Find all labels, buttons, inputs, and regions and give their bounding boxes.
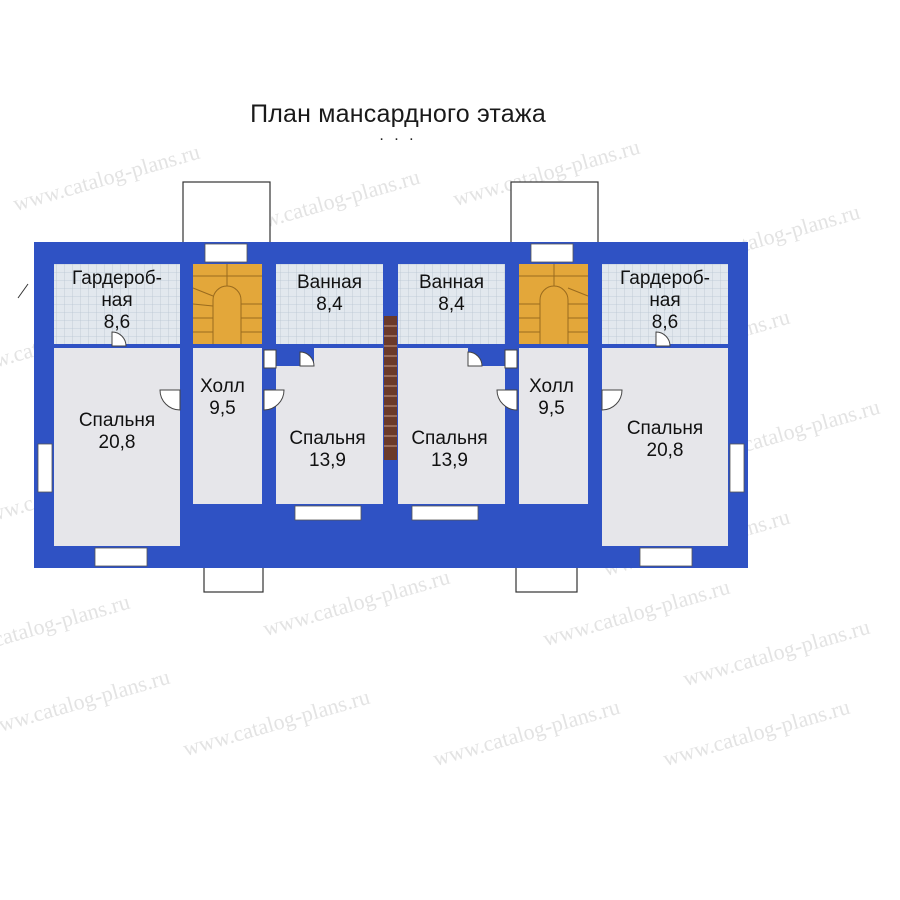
door bbox=[263, 349, 277, 369]
room-name: Холл bbox=[529, 376, 574, 397]
party-wall bbox=[384, 316, 397, 460]
door bbox=[263, 389, 285, 411]
room-label-bedroom-mid-right: Спальня 13,9 bbox=[392, 428, 507, 472]
door bbox=[467, 351, 483, 367]
bedroom-right-room bbox=[602, 348, 728, 546]
room-area: 8,4 bbox=[438, 294, 465, 315]
plan-title: План мансардного этажа bbox=[250, 100, 546, 128]
window bbox=[204, 243, 248, 263]
bedroom-mid-right-room bbox=[398, 348, 505, 504]
bedroom-left-room bbox=[54, 348, 180, 546]
bedroom-mid-left-room bbox=[276, 348, 383, 504]
room-area: 13,9 bbox=[309, 450, 346, 471]
room-name: Гардероб- ная bbox=[620, 268, 710, 311]
room-name: Гардероб- ная bbox=[72, 268, 162, 311]
plan-edge-mark bbox=[17, 283, 29, 299]
room-area: 8,6 bbox=[651, 312, 679, 333]
room-area: 20,8 bbox=[98, 432, 136, 453]
room-area: 13,9 bbox=[431, 450, 468, 471]
window bbox=[37, 443, 53, 493]
room-label-bedroom-right: Спальня 20,8 bbox=[602, 418, 728, 462]
window bbox=[294, 505, 362, 521]
room-label-wardrobe-left: Гардероб- ная 8,6 bbox=[54, 268, 180, 334]
room-label-bedroom-left: Спальня 20,8 bbox=[54, 410, 180, 454]
room-name: Ванная bbox=[296, 272, 363, 293]
room-area: 9,5 bbox=[209, 398, 236, 419]
window bbox=[639, 547, 693, 567]
room-label-hall-right: Холл 9,5 bbox=[514, 376, 589, 420]
door bbox=[159, 389, 181, 411]
room-label-wardrobe-right: Гардероб- ная 8,6 bbox=[602, 268, 728, 334]
room-name: Спальня bbox=[78, 410, 156, 431]
title-dots: . . . bbox=[379, 127, 417, 144]
wardrobe-left-room bbox=[54, 264, 180, 344]
door bbox=[655, 331, 671, 347]
window bbox=[411, 505, 479, 521]
room-name: Спальня bbox=[626, 418, 704, 439]
room-label-hall-left: Холл 9,5 bbox=[185, 376, 260, 420]
bath-right-room bbox=[398, 264, 505, 344]
door bbox=[299, 351, 315, 367]
wardrobe-right-room bbox=[602, 264, 728, 344]
hall-right-room bbox=[519, 348, 588, 504]
room-area: 9,5 bbox=[538, 398, 565, 419]
bath-left-room bbox=[276, 264, 383, 344]
room-area: 8,6 bbox=[103, 312, 131, 333]
door bbox=[111, 331, 127, 347]
room-name: Спальня bbox=[411, 428, 488, 449]
door bbox=[496, 389, 518, 411]
balcony bbox=[182, 181, 271, 245]
room-label-bedroom-mid-left: Спальня 13,9 bbox=[270, 428, 385, 472]
stair-steps bbox=[192, 264, 589, 344]
room-label-bath-left: Ванная 8,4 bbox=[276, 272, 383, 316]
room-area: 8,4 bbox=[316, 294, 343, 315]
room-label-bath-right: Ванная 8,4 bbox=[398, 272, 505, 316]
room-name: Холл bbox=[200, 376, 245, 397]
door bbox=[601, 389, 623, 411]
window bbox=[530, 243, 574, 263]
room-name: Ванная bbox=[418, 272, 485, 293]
door bbox=[504, 349, 518, 369]
balcony bbox=[510, 181, 599, 245]
room-area: 20,8 bbox=[646, 440, 684, 461]
window bbox=[729, 443, 745, 493]
hall-left-room bbox=[193, 348, 262, 504]
window bbox=[94, 547, 148, 567]
room-name: Спальня bbox=[289, 428, 366, 449]
